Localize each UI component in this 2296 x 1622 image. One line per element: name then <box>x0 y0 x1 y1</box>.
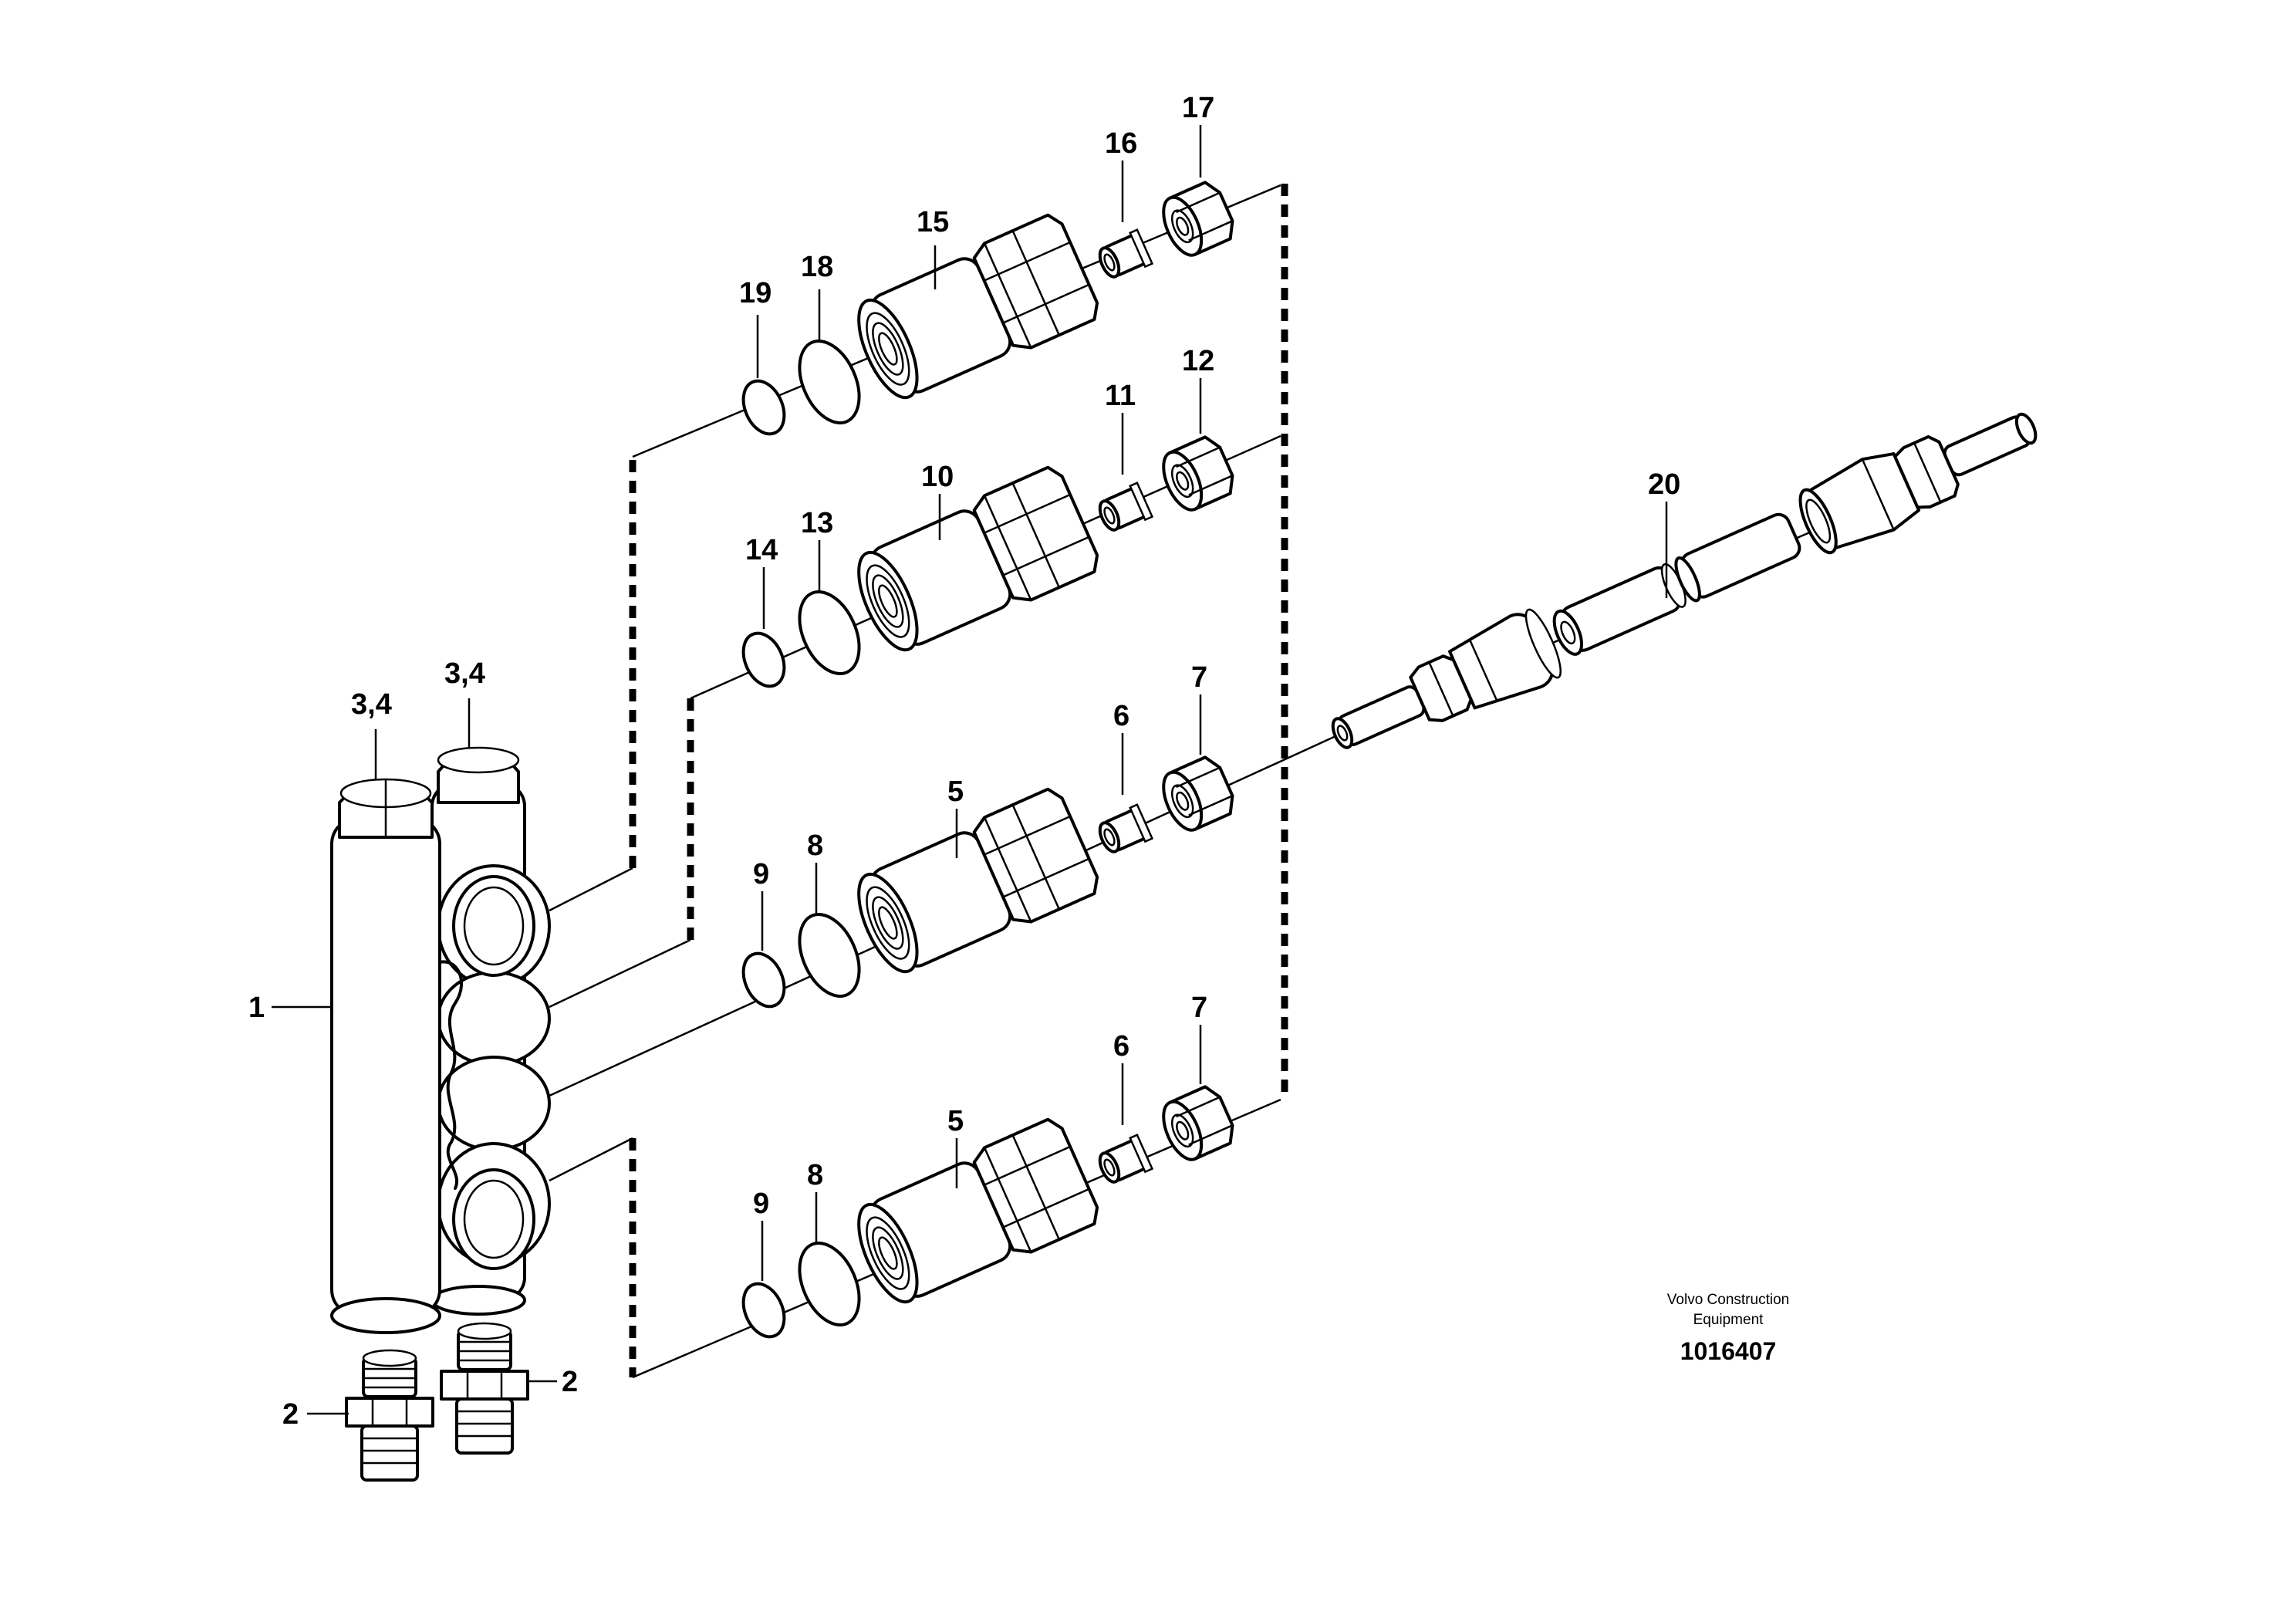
callout-3-4-rear: 3,4 <box>444 657 485 690</box>
callout-11: 11 <box>1105 380 1136 412</box>
callout-19: 19 <box>739 277 772 309</box>
callout-17: 17 <box>1182 92 1214 124</box>
callout-9-lower: 9 <box>753 1188 769 1220</box>
sleeve-16 <box>1093 228 1154 284</box>
callout-8-lower: 8 <box>807 1159 823 1191</box>
callout-20: 20 <box>1648 468 1680 501</box>
coupling-5-upper <box>843 783 1105 986</box>
hose-assembly-20 <box>1331 412 2038 749</box>
coupling-10 <box>843 461 1105 664</box>
caption-company-line1: Volvo Construction <box>1667 1292 1789 1308</box>
oring-8-lower <box>786 1232 873 1336</box>
callout-1: 1 <box>248 992 265 1024</box>
callout-10: 10 <box>921 461 954 493</box>
sleeve-11 <box>1093 481 1154 537</box>
callout-14: 14 <box>745 534 778 566</box>
callout-5-lower: 5 <box>947 1105 964 1137</box>
callout-7-upper: 7 <box>1191 661 1207 694</box>
oring-19 <box>734 373 794 442</box>
coupling-15 <box>843 209 1105 412</box>
adapter-nipple-left <box>345 1349 434 1482</box>
nut-12 <box>1154 431 1241 517</box>
manifold-block <box>330 746 551 1334</box>
oring-9-upper <box>734 945 794 1015</box>
callout-12: 12 <box>1182 345 1214 377</box>
callout-9-upper: 9 <box>753 858 769 890</box>
oring-14 <box>734 625 794 694</box>
adapter-nipple-right <box>440 1322 529 1455</box>
callout-8-upper: 8 <box>807 830 823 862</box>
oring-13 <box>786 581 873 684</box>
oring-8-upper <box>786 904 873 1007</box>
callout-3-4-front: 3,4 <box>351 688 392 721</box>
callout-13: 13 <box>801 507 833 539</box>
drawing-caption: Volvo Construction Equipment 1016407 <box>1667 1292 1789 1365</box>
drawing-number: 1016407 <box>1680 1337 1777 1365</box>
caption-company-line2: Equipment <box>1693 1312 1764 1328</box>
sleeve-6-lower <box>1093 1133 1154 1189</box>
oring-9-lower <box>734 1276 794 1345</box>
callouts: 1 2 2 3,4 3,4 19 18 15 16 17 14 13 10 11… <box>248 92 1680 1431</box>
nut-7-lower <box>1154 1081 1241 1167</box>
callout-5-upper: 5 <box>947 776 964 808</box>
nut-7-upper <box>1154 752 1241 837</box>
callout-18: 18 <box>801 251 833 283</box>
coupling-5-lower <box>843 1113 1105 1316</box>
callout-6-upper: 6 <box>1113 700 1129 732</box>
sleeve-6-upper <box>1093 803 1154 859</box>
callout-2-left: 2 <box>282 1398 299 1431</box>
callout-15: 15 <box>917 206 949 238</box>
dashed-routing-lines <box>629 184 1288 1377</box>
oring-18 <box>786 330 873 434</box>
callout-6-lower: 6 <box>1113 1030 1129 1063</box>
nut-17 <box>1154 177 1241 262</box>
callout-7-lower: 7 <box>1191 992 1207 1024</box>
callout-2-right: 2 <box>562 1366 578 1398</box>
callout-16: 16 <box>1105 127 1137 160</box>
